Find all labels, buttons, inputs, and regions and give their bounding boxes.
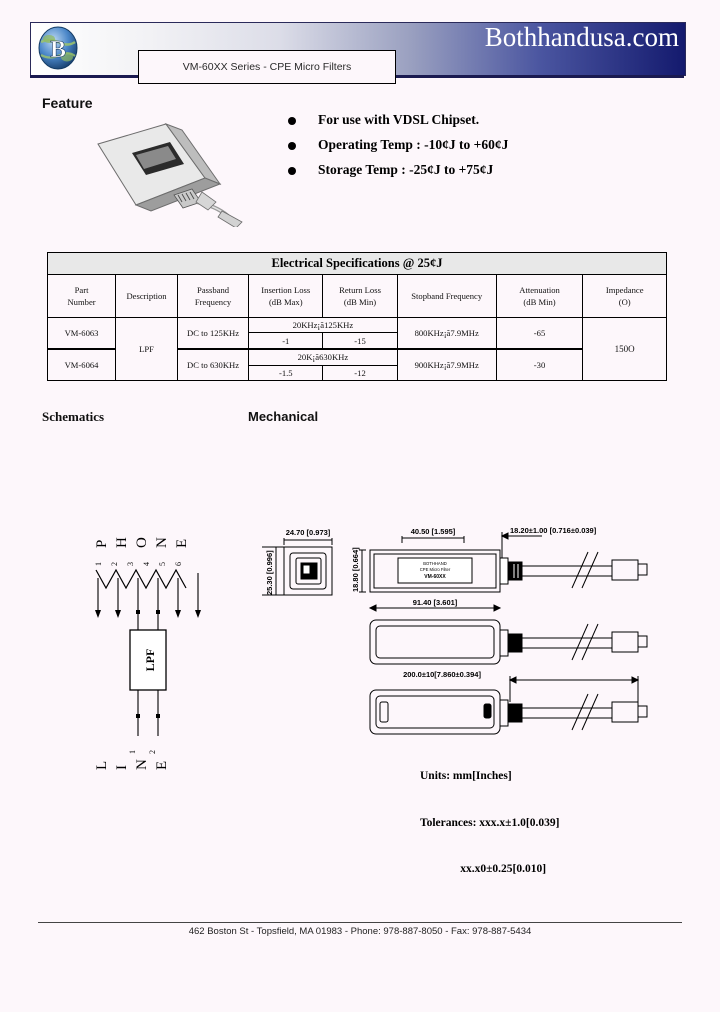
cell-stopband: 800KHz¡ã7.9MHz (396, 317, 497, 350)
cell-insertion-loss: -1.5 (248, 364, 324, 382)
table-row: VM-6064 DC to 630KHz 20K¡ã630KHz 900KHz¡… (46, 347, 667, 381)
cell-stopband: 900KHz¡ã7.9MHz (396, 348, 497, 381)
svg-text:4: 4 (142, 562, 151, 566)
svg-text:B: B (50, 37, 66, 63)
tolerance-line-2: xx.x0±0.25[0.010] (420, 863, 547, 876)
feature-heading: Feature (42, 95, 93, 111)
feature-text: Operating Temp : -10¢J to +60¢J (318, 137, 509, 152)
cell-return-loss: -12 (322, 364, 398, 382)
svg-text:H: H (114, 537, 130, 548)
dim-total-length: 91.40 [3.601] (413, 598, 458, 607)
col-passband: Passband Frequency (176, 274, 250, 318)
mechanical-drawing: 24.70 [0.973] 25.30 [0.996] 40.50 [1.595… (252, 512, 682, 747)
col-attenuation: Attenuation (dB Min) (495, 274, 584, 318)
svg-text:2: 2 (110, 562, 119, 566)
col-impedance: Impedance (O) (582, 274, 667, 318)
svg-text:CPE Micro Filter: CPE Micro Filter (420, 567, 451, 572)
electrical-specifications: Electrical Specifications @ 25¢J Part Nu… (46, 252, 667, 382)
globe-b-logo-icon: B (36, 26, 80, 70)
list-item: Operating Temp : -10¢J to +60¢J (288, 137, 618, 153)
table-row: -1.5 -12 (48, 364, 667, 382)
feature-text: For use with VDSL Chipset. (318, 112, 480, 127)
svg-text:3: 3 (126, 562, 135, 566)
micro-filter-product-photo (70, 112, 255, 229)
cell-band-span: 20K¡ã630KHz (248, 347, 398, 366)
units-line: Units: mm[Inches] (420, 770, 512, 783)
spec-table-title: Electrical Specifications @ 25¢J (47, 252, 667, 274)
dim-body-height: 18.80 [0.664] (351, 547, 360, 592)
cell-insertion-loss: -1 (248, 332, 324, 350)
col-return-loss: Return Loss (dB Min) (322, 274, 398, 318)
cell-passband: DC to 630KHz (176, 348, 250, 381)
feature-text: Storage Temp : -25¢J to +75¢J (318, 162, 494, 177)
svg-text:5: 5 (158, 562, 167, 566)
svg-text:N: N (134, 759, 150, 770)
svg-text:E: E (174, 539, 190, 548)
svg-text:1: 1 (128, 750, 137, 754)
col-stopband: Stopband Frequency (396, 274, 497, 318)
series-title-box: VM-60XX Series - CPE Micro Filters (138, 50, 396, 84)
cell-attenuation: -30 (495, 348, 584, 381)
schematic-diagram: P H O N E 1 2 3 4 5 6 (88, 518, 238, 778)
cell-part-number: VM-6064 (46, 348, 117, 381)
cell-attenuation: -65 (495, 317, 584, 350)
footer-address: 462 Boston St - Topsfield, MA 01983 - Ph… (188, 926, 532, 937)
svg-text:L: L (94, 761, 110, 770)
schematic-lpf-label: LPF (143, 649, 157, 672)
table-row: -1 -15 (48, 332, 667, 350)
cell-impedance: 150O (582, 317, 667, 381)
footer-divider (38, 922, 682, 923)
svg-text:6: 6 (174, 562, 183, 566)
svg-text:I: I (114, 765, 130, 770)
col-description: Description (115, 274, 178, 318)
dim-front-width: 24.70 [0.973] (286, 528, 331, 537)
schematic-phone-letter: P (94, 540, 110, 548)
mechanical-heading: Mechanical (248, 409, 319, 424)
list-item: Storage Temp : -25¢J to +75¢J (288, 162, 618, 178)
bullet-icon (288, 167, 296, 175)
svg-text:O: O (134, 537, 150, 548)
dim-body-length: 40.50 [1.595] (411, 527, 456, 536)
svg-text:2: 2 (148, 750, 157, 754)
cell-description: LPF (115, 317, 178, 381)
svg-text:N: N (154, 537, 170, 548)
col-part-number: Part Number (46, 274, 117, 318)
dim-cable-section: 18.20±1.00 [0.716±0.039] (510, 526, 597, 535)
feature-bullet-list: For use with VDSL Chipset. Operating Tem… (288, 112, 618, 187)
schematic-lpf-block (129, 629, 167, 691)
bullet-icon (288, 142, 296, 150)
cell-part-number: VM-6063 (46, 317, 117, 350)
svg-text:1: 1 (94, 562, 103, 566)
dim-front-height: 25.30 [0.996] (265, 550, 274, 595)
brand-title: Bothhandusa.com (484, 22, 679, 52)
cell-passband: DC to 125KHz (176, 317, 250, 350)
svg-text:VM-60XX: VM-60XX (424, 574, 446, 580)
table-header-row: Part Number Description Passband Frequen… (46, 274, 667, 318)
bullet-icon (288, 117, 296, 125)
svg-text:E: E (154, 761, 170, 770)
svg-text:BOTHHAND: BOTHHAND (423, 561, 447, 566)
units-tolerances-block: Units: mm[Inches] Tolerances: xxx.x±1.0[… (420, 738, 559, 909)
series-title-text: VM-60XX Series - CPE Micro Filters (182, 61, 352, 73)
col-insertion-loss: Insertion Loss (dB Max) (248, 274, 324, 318)
list-item: For use with VDSL Chipset. (288, 112, 618, 128)
tolerance-line-1: Tolerances: xxx.x±1.0[0.039] (420, 816, 560, 829)
schematics-heading: Schematics (42, 409, 105, 424)
table-row: VM-6063 LPF DC to 125KHz 20KHz¡ã125KHz 8… (46, 316, 667, 381)
cell-band-span: 20KHz¡ã125KHz (248, 316, 398, 334)
device-label: BOTHHAND CPE Micro Filter VM-60XX (420, 561, 451, 580)
dim-cable-length: 200.0±10[7.860±0.394] (403, 670, 481, 679)
spec-table: Part Number Description Passband Frequen… (46, 274, 667, 382)
cell-return-loss: -15 (322, 332, 398, 350)
